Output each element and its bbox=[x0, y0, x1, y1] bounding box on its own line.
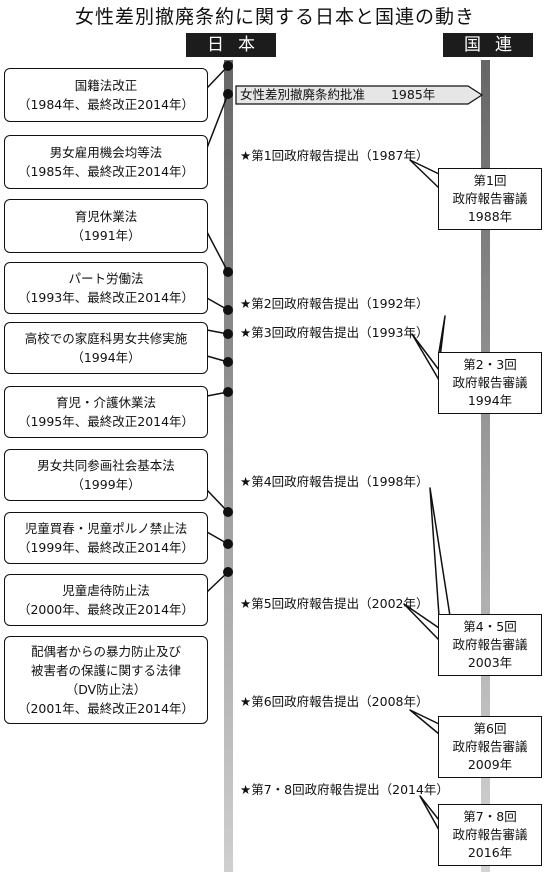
law-box: 高校での家庭科男女共修実施 （1994年） bbox=[4, 322, 208, 374]
un-review-box: 第2・3回 政府報告審議 1994年 bbox=[438, 352, 542, 414]
review-year: 1994年 bbox=[467, 393, 513, 408]
report-entry: ★第1回政府報告提出（1987年） bbox=[240, 148, 429, 163]
ratification-year: 1985年 bbox=[390, 87, 436, 102]
law-name: 児童虐待防止法 bbox=[62, 583, 150, 598]
report-entry: ★第2回政府報告提出（1992年） bbox=[240, 296, 429, 311]
law-box: パート労働法 （1993年、最終改正2014年） bbox=[4, 262, 208, 314]
law-name: 配偶者からの暴力防止及び bbox=[30, 644, 181, 659]
law-year: （1999年、最終改正2014年） bbox=[17, 540, 195, 555]
law-name: 国籍法改正 bbox=[74, 78, 138, 93]
review-label: 政府報告審議 bbox=[452, 375, 528, 390]
un-review-box: 第6回 政府報告審議 2009年 bbox=[438, 716, 542, 778]
law-year: （2000年、最終改正2014年） bbox=[17, 602, 195, 617]
law-box: 国籍法改正 （1984年、最終改正2014年） bbox=[4, 68, 208, 122]
law-year: （1995年、最終改正2014年） bbox=[17, 414, 195, 429]
law-short-name: （DV防止法） bbox=[65, 682, 147, 697]
review-round: 第2・3回 bbox=[463, 357, 517, 372]
law-name: パート労働法 bbox=[68, 271, 144, 286]
law-year: （1991年） bbox=[71, 228, 141, 243]
law-name: 男女雇用機会均等法 bbox=[49, 145, 163, 160]
report-entry: ★第5回政府報告提出（2002年） bbox=[240, 596, 429, 611]
review-round: 第7・8回 bbox=[463, 809, 517, 824]
law-year: （1993年、最終改正2014年） bbox=[17, 290, 195, 305]
report-entry: ★第4回政府報告提出（1998年） bbox=[240, 474, 429, 489]
review-year: 1988年 bbox=[467, 209, 513, 224]
law-box: 男女雇用機会均等法 （1985年、最終改正2014年） bbox=[4, 135, 208, 189]
law-name: 育児・介護休業法 bbox=[55, 395, 156, 410]
law-name-cont: 被害者の保護に関する法律 bbox=[30, 663, 181, 678]
ratification-text: 女性差別撤廃条約批准 bbox=[240, 87, 366, 102]
review-label: 政府報告審議 bbox=[452, 637, 528, 652]
review-label: 政府報告審議 bbox=[452, 827, 528, 842]
un-timeline-bar bbox=[481, 60, 490, 872]
review-label: 政府報告審議 bbox=[452, 191, 528, 206]
review-round: 第4・5回 bbox=[463, 619, 517, 634]
review-round: 第6回 bbox=[473, 721, 507, 736]
report-entry: ★第3回政府報告提出（1993年） bbox=[240, 325, 429, 340]
un-review-box: 第4・5回 政府報告審議 2003年 bbox=[438, 614, 542, 676]
law-box: 配偶者からの暴力防止及び 被害者の保護に関する法律 （DV防止法） （2001年… bbox=[4, 636, 208, 724]
law-year: （2001年、最終改正2014年） bbox=[17, 701, 195, 716]
japan-timeline-bar bbox=[224, 60, 233, 872]
review-label: 政府報告審議 bbox=[452, 739, 528, 754]
review-round: 第1回 bbox=[473, 173, 507, 188]
law-box: 児童買春・児童ポルノ禁止法 （1999年、最終改正2014年） bbox=[4, 512, 208, 564]
law-box: 育児・介護休業法 （1995年、最終改正2014年） bbox=[4, 386, 208, 438]
report-entry: ★第6回政府報告提出（2008年） bbox=[240, 694, 429, 709]
law-box: 男女共同参画社会基本法 （1999年） bbox=[4, 449, 208, 501]
ratification-label: 女性差別撤廃条約批准 1985年 bbox=[240, 86, 435, 104]
review-year: 2009年 bbox=[467, 757, 513, 772]
law-name: 育児休業法 bbox=[74, 209, 138, 224]
review-year: 2003年 bbox=[467, 655, 513, 670]
report-entry: ★第7・8回政府報告提出（2014年） bbox=[240, 782, 449, 797]
law-name: 児童買春・児童ポルノ禁止法 bbox=[24, 521, 188, 536]
ratification-arrow bbox=[235, 85, 484, 105]
law-year: （1994年） bbox=[71, 350, 141, 365]
review-year: 2016年 bbox=[467, 845, 513, 860]
un-header: 国連 bbox=[443, 33, 533, 57]
law-year: （1985年、最終改正2014年） bbox=[17, 164, 195, 179]
law-year: （1984年、最終改正2014年） bbox=[17, 97, 195, 112]
law-box: 児童虐待防止法 （2000年、最終改正2014年） bbox=[4, 574, 208, 626]
law-box: 育児休業法 （1991年） bbox=[4, 199, 208, 253]
un-review-box: 第7・8回 政府報告審議 2016年 bbox=[438, 804, 542, 866]
law-name: 男女共同参画社会基本法 bbox=[37, 458, 175, 473]
japan-header: 日本 bbox=[186, 33, 276, 57]
event-dots bbox=[223, 61, 233, 577]
un-review-box: 第1回 政府報告審議 1988年 bbox=[438, 168, 542, 230]
law-year: （1999年） bbox=[71, 477, 141, 492]
law-name: 高校での家庭科男女共修実施 bbox=[24, 331, 188, 346]
diagram-title: 女性差別撤廃条約に関する日本と国連の動き bbox=[74, 6, 475, 28]
